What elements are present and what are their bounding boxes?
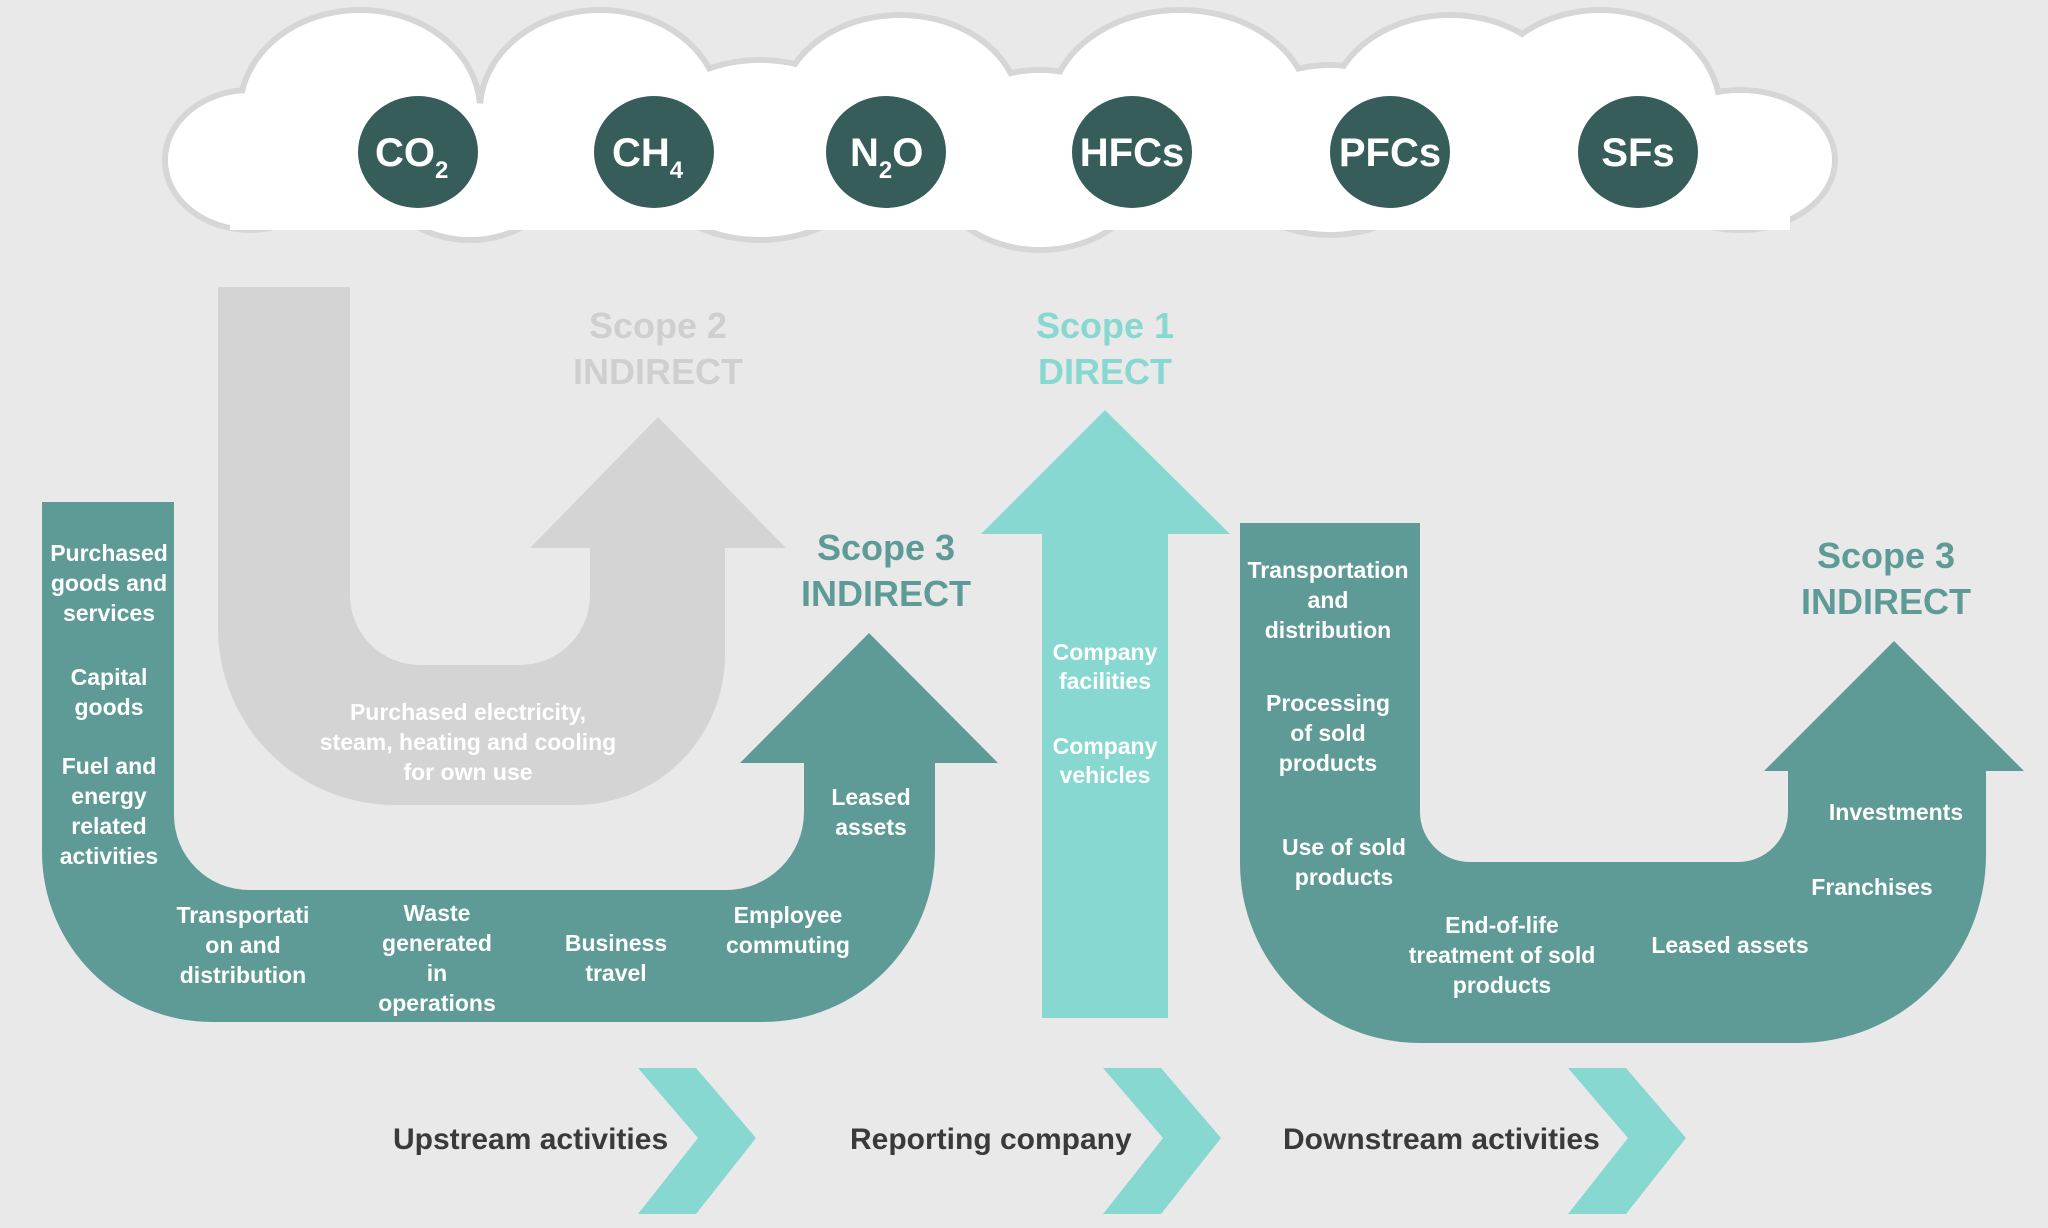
downstream-item-line: Use of sold <box>1282 834 1406 860</box>
scope2-label-line: steam, heating and cooling <box>320 729 616 755</box>
downstream-item-line: of sold <box>1290 720 1365 746</box>
upstream-item-line: Business <box>565 930 667 956</box>
upstream-item-line: goods and <box>51 570 167 596</box>
gas-ch4-base: CH <box>612 131 670 175</box>
gas-n2o-base: N <box>850 131 879 175</box>
downstream-item-line: distribution <box>1265 617 1391 643</box>
gas-co2-base: CO <box>375 131 435 175</box>
scope2-arrow <box>218 287 786 805</box>
scope2-title-line2: INDIRECT <box>573 351 743 392</box>
upstream-item-line: travel <box>585 960 646 986</box>
flow-reporting-label: Reporting company <box>850 1123 1132 1156</box>
upstream-item-line: generated <box>382 930 492 956</box>
scope3-upstream-items: Purchased goods and services Capital goo… <box>50 540 910 1016</box>
upstream-item-line: commuting <box>726 932 850 958</box>
downstream-item-line: products <box>1279 750 1377 776</box>
chevron-icon <box>1568 1068 1686 1214</box>
scope3-upstream-title: Scope 3 INDIRECT <box>801 527 971 614</box>
upstream-item-line: Employee <box>734 902 843 928</box>
gas-pfcs-label: PFCs <box>1339 131 1441 175</box>
svg-text:CO2: CO2 <box>375 131 448 184</box>
scope2-title-line1: Scope 2 <box>589 305 727 346</box>
scope2-label-line: Purchased electricity, <box>350 699 586 725</box>
upstream-item-line: Waste <box>404 900 471 926</box>
scope3-downstream-arrow <box>1240 523 2024 1043</box>
scope3-downstream-title: Scope 3 INDIRECT <box>1801 535 1971 622</box>
gas-ch4-sub: 4 <box>670 157 684 184</box>
gas-pfcs: PFCs <box>1330 96 1450 208</box>
scope1-arrow <box>981 410 1230 1018</box>
gas-n2o-tail: O <box>892 131 923 175</box>
downstream-item-line: and <box>1308 587 1349 613</box>
upstream-item-line: goods <box>75 694 144 720</box>
flow-row: Upstream activities Reporting company Do… <box>393 1068 1686 1214</box>
scope1-item-line: facilities <box>1059 668 1151 694</box>
upstream-item-line: services <box>63 600 155 626</box>
upstream-item-line: Leased <box>831 784 910 810</box>
gas-circles: CO2 CH4 N2O HFCs PFCs SFs <box>358 96 1698 208</box>
scope1-title-line1: Scope 1 <box>1036 305 1174 346</box>
downstream-item-line: products <box>1295 864 1393 890</box>
chevron-icon <box>638 1068 756 1214</box>
scope1-item-line: vehicles <box>1060 762 1151 788</box>
gas-co2-sub: 2 <box>435 157 448 184</box>
flow-upstream-label: Upstream activities <box>393 1123 668 1156</box>
upstream-item-line: Transportati <box>177 902 310 928</box>
upstream-item-line: assets <box>835 814 907 840</box>
upstream-item-line: activities <box>60 843 158 869</box>
upstream-item-line: on and <box>205 932 280 958</box>
downstream-item-line: products <box>1453 972 1551 998</box>
downstream-item-line: Transportation <box>1247 557 1408 583</box>
scope3-downstream-items: Transportation and distribution Processi… <box>1247 557 1963 998</box>
svg-text:N2O: N2O <box>850 131 923 184</box>
upstream-item-line: Fuel and <box>62 753 157 779</box>
upstream-item-line: operations <box>378 990 496 1016</box>
downstream-item-line: Leased assets <box>1651 932 1808 958</box>
upstream-item-line: distribution <box>180 962 306 988</box>
scope1-title-line2: DIRECT <box>1038 351 1172 392</box>
scope1-item-line: Company <box>1053 639 1158 665</box>
upstream-item-line: Purchased <box>50 540 168 566</box>
scope3-upstream-arrow <box>42 502 998 1022</box>
upstream-item-line: related <box>71 813 146 839</box>
upstream-item-line: Capital <box>71 664 148 690</box>
flow-downstream-label: Downstream activities <box>1283 1123 1600 1156</box>
gas-ch4: CH4 <box>594 96 714 208</box>
gas-n2o: N2O <box>826 96 946 208</box>
gas-hfcs-label: HFCs <box>1080 131 1184 175</box>
scope1-items: Company facilities Company vehicles <box>1053 639 1158 788</box>
chevron-icon <box>1103 1068 1221 1214</box>
scope1-item-line: Company <box>1053 733 1158 759</box>
gas-co2: CO2 <box>358 96 478 208</box>
gas-n2o-sub: 2 <box>879 157 892 184</box>
scope3-upstream-title-line1: Scope 3 <box>817 527 955 568</box>
scope3-downstream-title-line2: INDIRECT <box>1801 581 1971 622</box>
downstream-item-line: treatment of sold <box>1409 942 1596 968</box>
scope2-title: Scope 2 INDIRECT <box>573 305 743 392</box>
gas-hfcs: HFCs <box>1072 96 1192 208</box>
scope3-upstream-title-line2: INDIRECT <box>801 573 971 614</box>
downstream-item-line: End-of-life <box>1445 912 1559 938</box>
svg-text:CH4: CH4 <box>612 131 684 184</box>
gas-sfs: SFs <box>1578 96 1698 208</box>
scope3-downstream-title-line1: Scope 3 <box>1817 535 1955 576</box>
upstream-item-line: in <box>427 960 447 986</box>
downstream-item-line: Processing <box>1266 690 1390 716</box>
scope1-title: Scope 1 DIRECT <box>1036 305 1174 392</box>
downstream-item-line: Investments <box>1829 799 1963 825</box>
scope2-label: Purchased electricity, steam, heating an… <box>320 699 616 785</box>
upstream-item-line: energy <box>71 783 147 809</box>
downstream-item-line: Franchises <box>1811 874 1932 900</box>
scope2-label-line: for own use <box>403 759 532 785</box>
gas-sfs-label: SFs <box>1601 131 1674 175</box>
